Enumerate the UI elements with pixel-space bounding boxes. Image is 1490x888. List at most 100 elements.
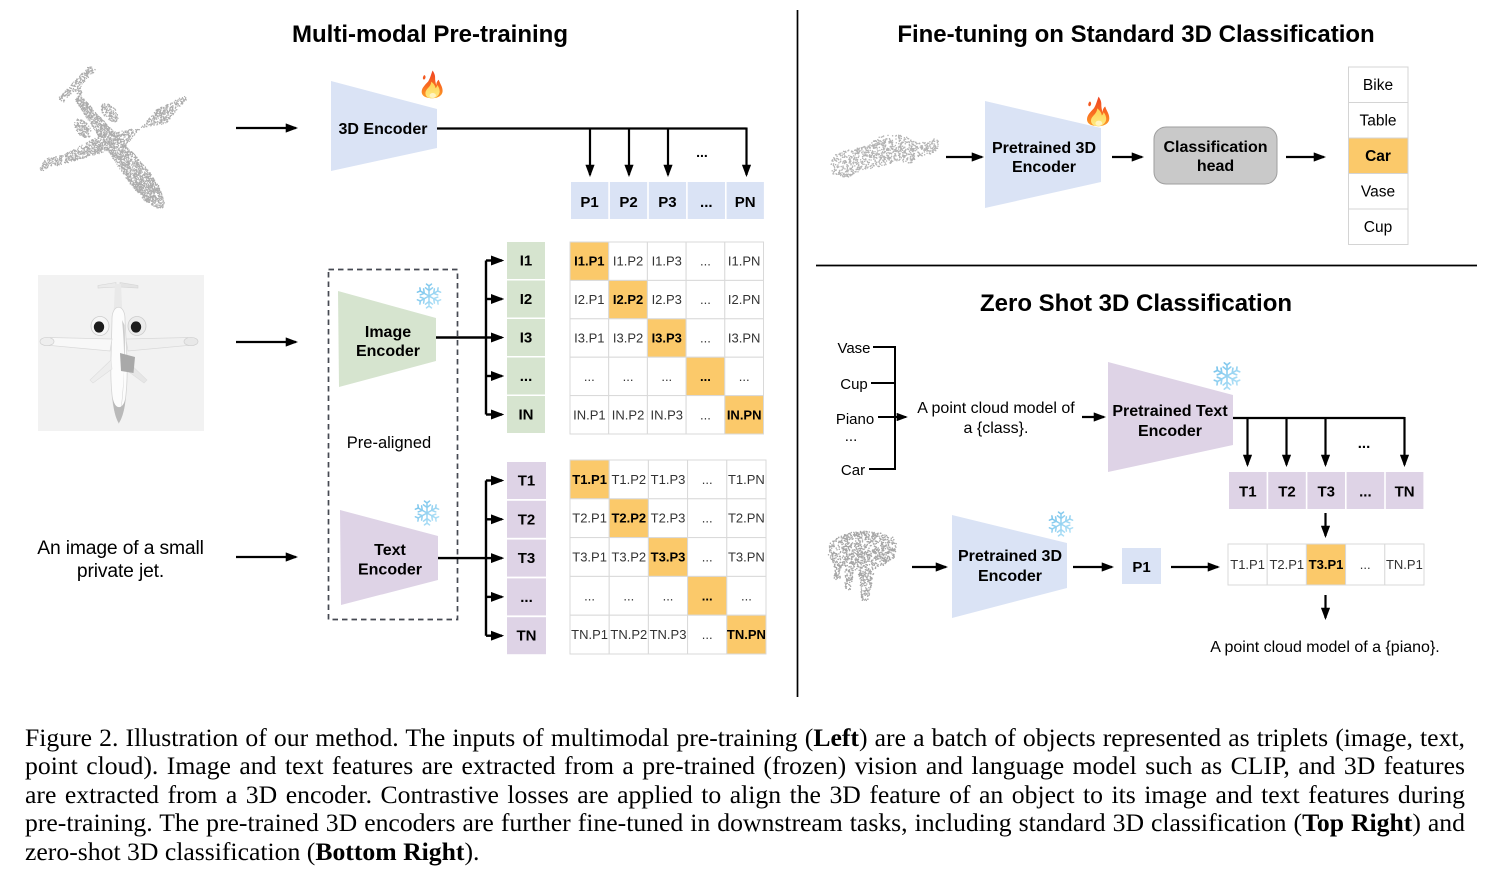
svg-text:Text: Text	[374, 542, 406, 559]
svg-text:Pretrained Text: Pretrained Text	[1112, 403, 1228, 420]
svg-text:T1.P3: T1.P3	[651, 472, 686, 487]
svg-text:IN.PN: IN.PN	[727, 407, 762, 422]
svg-text:T3.P3: T3.P3	[651, 550, 686, 565]
svg-text:Pre-aligned: Pre-aligned	[347, 434, 431, 452]
svg-text:...: ...	[1360, 557, 1371, 572]
svg-text:...: ...	[702, 472, 713, 487]
svg-text:Bike: Bike	[1363, 77, 1393, 94]
svg-text:...: ...	[584, 369, 595, 384]
svg-text:Encoder: Encoder	[356, 343, 420, 360]
svg-text:IN.P1: IN.P1	[573, 407, 606, 422]
svg-text:T1.P2: T1.P2	[611, 472, 646, 487]
svg-text:T3: T3	[1317, 484, 1335, 501]
svg-text:I3.P3: I3.P3	[652, 331, 682, 346]
svg-text:Table: Table	[1359, 113, 1396, 130]
svg-text:T2.PN: T2.PN	[728, 511, 765, 526]
svg-text:T2: T2	[1278, 484, 1296, 501]
svg-text:...: ...	[702, 588, 713, 603]
svg-text:I2.P1: I2.P1	[574, 292, 604, 307]
svg-text:T3.P2: T3.P2	[611, 550, 646, 565]
svg-text:Cup: Cup	[840, 376, 868, 393]
svg-text:...: ...	[696, 144, 708, 160]
svg-text:I1: I1	[520, 253, 533, 270]
svg-text:...: ...	[700, 369, 711, 384]
svg-text:Vase: Vase	[1361, 184, 1395, 201]
svg-text:TN.PN: TN.PN	[727, 627, 766, 642]
svg-text:...: ...	[520, 368, 533, 385]
svg-text:Encoder: Encoder	[1012, 159, 1076, 176]
svg-text:Cup: Cup	[1364, 219, 1392, 236]
svg-text:PN: PN	[735, 194, 756, 211]
svg-text:Classification: Classification	[1163, 139, 1267, 156]
svg-text:a {class}.: a {class}.	[964, 420, 1029, 437]
svg-text:T3.P1: T3.P1	[1309, 557, 1344, 572]
svg-text:Multi-modal Pre-training: Multi-modal Pre-training	[292, 21, 568, 48]
svg-text:TN: TN	[517, 628, 537, 645]
svg-text:A point cloud model of: A point cloud model of	[917, 400, 1075, 417]
svg-text:T3.P1: T3.P1	[572, 550, 607, 565]
svg-text:T1: T1	[1239, 484, 1257, 501]
svg-text:...: ...	[663, 588, 674, 603]
svg-text:TN.P2: TN.P2	[610, 627, 647, 642]
svg-text:I3: I3	[520, 330, 533, 347]
svg-text:...: ...	[739, 369, 750, 384]
svg-text:T1.PN: T1.PN	[728, 472, 765, 487]
svg-text:IN.P2: IN.P2	[612, 407, 645, 422]
svg-text:IN: IN	[519, 407, 534, 424]
svg-text:P3: P3	[658, 194, 676, 211]
svg-text:IN.P3: IN.P3	[650, 407, 683, 422]
svg-text:...: ...	[520, 589, 533, 606]
svg-text:T2.P1: T2.P1	[572, 511, 607, 526]
svg-text:Encoder: Encoder	[1138, 423, 1202, 440]
svg-text:...: ...	[845, 428, 858, 445]
svg-text:T2.P1: T2.P1	[1269, 557, 1304, 572]
svg-text:An image of a small: An image of a small	[37, 538, 203, 559]
svg-text:I1.PN: I1.PN	[728, 254, 761, 269]
svg-text:I2: I2	[520, 291, 533, 308]
svg-text:...: ...	[702, 550, 713, 565]
svg-text:Car: Car	[1365, 148, 1391, 165]
svg-text:...: ...	[1359, 484, 1372, 501]
svg-text:...: ...	[702, 627, 713, 642]
svg-text:I2.PN: I2.PN	[728, 292, 761, 307]
svg-text:Zero Shot 3D Classification: Zero Shot 3D Classification	[980, 290, 1292, 317]
svg-text:...: ...	[700, 254, 711, 269]
svg-text:...: ...	[700, 292, 711, 307]
svg-text:T3.PN: T3.PN	[728, 550, 765, 565]
svg-text:Encoder: Encoder	[358, 562, 422, 579]
svg-text:...: ...	[700, 331, 711, 346]
svg-text:head: head	[1197, 158, 1234, 175]
svg-text:Pretrained 3D: Pretrained 3D	[992, 140, 1096, 157]
svg-text:I2.P3: I2.P3	[652, 292, 682, 307]
svg-text:I3.P1: I3.P1	[574, 331, 604, 346]
svg-text:A point cloud model of a {pian: A point cloud model of a {piano}.	[1210, 639, 1440, 656]
svg-text:T1.P1: T1.P1	[572, 472, 607, 487]
svg-text:P2: P2	[619, 194, 637, 211]
svg-text:P1: P1	[1132, 559, 1150, 576]
svg-text:...: ...	[584, 588, 595, 603]
svg-text:I1.P2: I1.P2	[613, 254, 643, 269]
svg-text:I3.PN: I3.PN	[728, 331, 761, 346]
svg-text:3D Encoder: 3D Encoder	[339, 121, 428, 138]
svg-text:T2.P3: T2.P3	[651, 511, 686, 526]
svg-text:Encoder: Encoder	[978, 568, 1042, 585]
svg-text:I3.P2: I3.P2	[613, 331, 643, 346]
svg-text:I1.P3: I1.P3	[652, 254, 682, 269]
svg-text:TN: TN	[1395, 484, 1415, 501]
svg-text:T2.P2: T2.P2	[611, 511, 646, 526]
svg-text:Vase: Vase	[837, 340, 870, 357]
svg-text:Fine-tuning on Standard 3D Cla: Fine-tuning on Standard 3D Classificatio…	[897, 21, 1374, 48]
svg-text:TN.P3: TN.P3	[650, 627, 687, 642]
svg-text:T1: T1	[518, 473, 536, 490]
svg-text:...: ...	[1358, 435, 1371, 452]
svg-text:T1.P1: T1.P1	[1230, 557, 1265, 572]
svg-text:P1: P1	[580, 194, 598, 211]
svg-text:Car: Car	[841, 462, 865, 479]
svg-text:...: ...	[661, 369, 672, 384]
svg-text:...: ...	[623, 369, 634, 384]
svg-text:TN.P1: TN.P1	[571, 627, 608, 642]
svg-text:I2.P2: I2.P2	[613, 292, 643, 307]
svg-text:TN.P1: TN.P1	[1386, 557, 1423, 572]
svg-text:Image: Image	[365, 324, 411, 341]
svg-text:...: ...	[623, 588, 634, 603]
